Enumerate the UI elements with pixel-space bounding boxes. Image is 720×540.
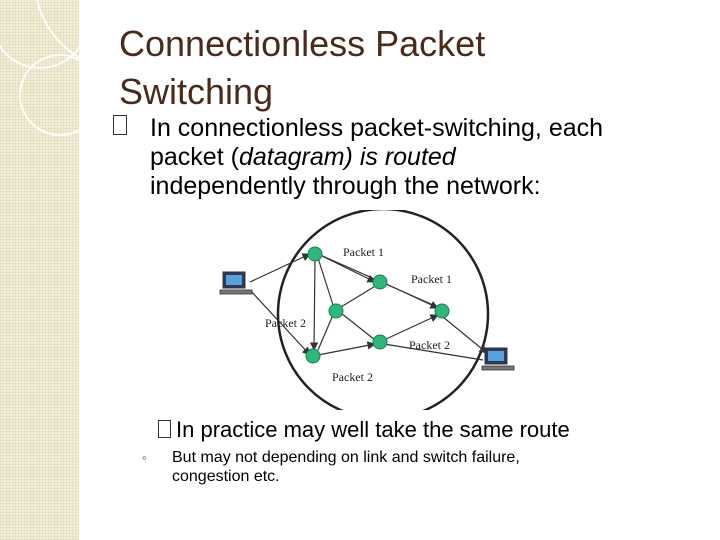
link-n6-n4: [383, 314, 439, 341]
switch-node-2: [372, 274, 388, 290]
title-line-1: Connectionless Packet: [119, 23, 486, 64]
link-n1-n3: [317, 257, 334, 306]
source-computer-icon: [219, 271, 253, 295]
side-panel-decoration: [0, 0, 79, 540]
bullet-2-text: In practice may well take the same route: [176, 417, 570, 442]
sub-bullet-line-1: But may not depending on link and switch…: [172, 449, 520, 466]
switch-node-3: [328, 303, 344, 319]
switch-node-5: [305, 348, 321, 364]
network-cloud: [276, 210, 490, 410]
bullet-box-icon: [113, 115, 127, 135]
bullet-box-icon: [158, 420, 171, 438]
bullet-1-line-2-italic: datagram) is routed: [238, 143, 456, 171]
slide-title: Connectionless Packet Switching: [119, 20, 679, 116]
label-packet-1-top: Packet 1: [343, 245, 384, 259]
link-n2-n3: [340, 284, 378, 308]
link-n3-n6: [340, 312, 376, 341]
bullet-connectionless: In connectionless packet-switching, each…: [113, 114, 710, 201]
sub-bullet-line-2: congestion etc.: [172, 468, 280, 485]
title-line-2: Switching: [119, 71, 274, 112]
label-packet-2-right: Packet 2: [409, 338, 450, 352]
link-host-to-n5: [249, 289, 311, 356]
link-n5-n6: [317, 341, 376, 356]
link-n3-n5: [317, 314, 334, 351]
sub-bullet-circle-icon: ◦: [142, 450, 147, 465]
link-n6-host: [383, 343, 484, 361]
destination-computer-icon: [481, 347, 515, 371]
link-n2-n4: [381, 281, 439, 309]
decorative-circles: [0, 0, 200, 136]
switch-node-1: [307, 246, 323, 262]
label-packet-2-bottom: Packet 2: [332, 370, 373, 384]
bullet-1-line-2: packet (datagram) is routed: [130, 143, 710, 172]
switch-node-6: [372, 334, 388, 350]
link-n4-host: [442, 316, 488, 354]
bullet-1-line-3: independently through the network:: [150, 172, 541, 200]
sub-bullet-failure: ◦ But may not depending on link and swit…: [142, 448, 668, 486]
packet-switching-diagram: Packet 1 Packet 1 Packet 2 Packet 2 Pack…: [219, 210, 515, 410]
switch-node-4: [434, 303, 450, 319]
link-n1-n5: [309, 257, 319, 351]
bullet-same-route: In practice may well take the same route: [158, 417, 700, 443]
bullet-1-line-2-prefix: packet (: [150, 143, 239, 171]
bullet-1-line-1: In connectionless packet-switching, each: [150, 114, 604, 142]
label-packet-1-right: Packet 1: [411, 272, 452, 286]
link-host-to-n1: [249, 253, 311, 283]
label-packet-2-left: Packet 2: [265, 316, 306, 330]
